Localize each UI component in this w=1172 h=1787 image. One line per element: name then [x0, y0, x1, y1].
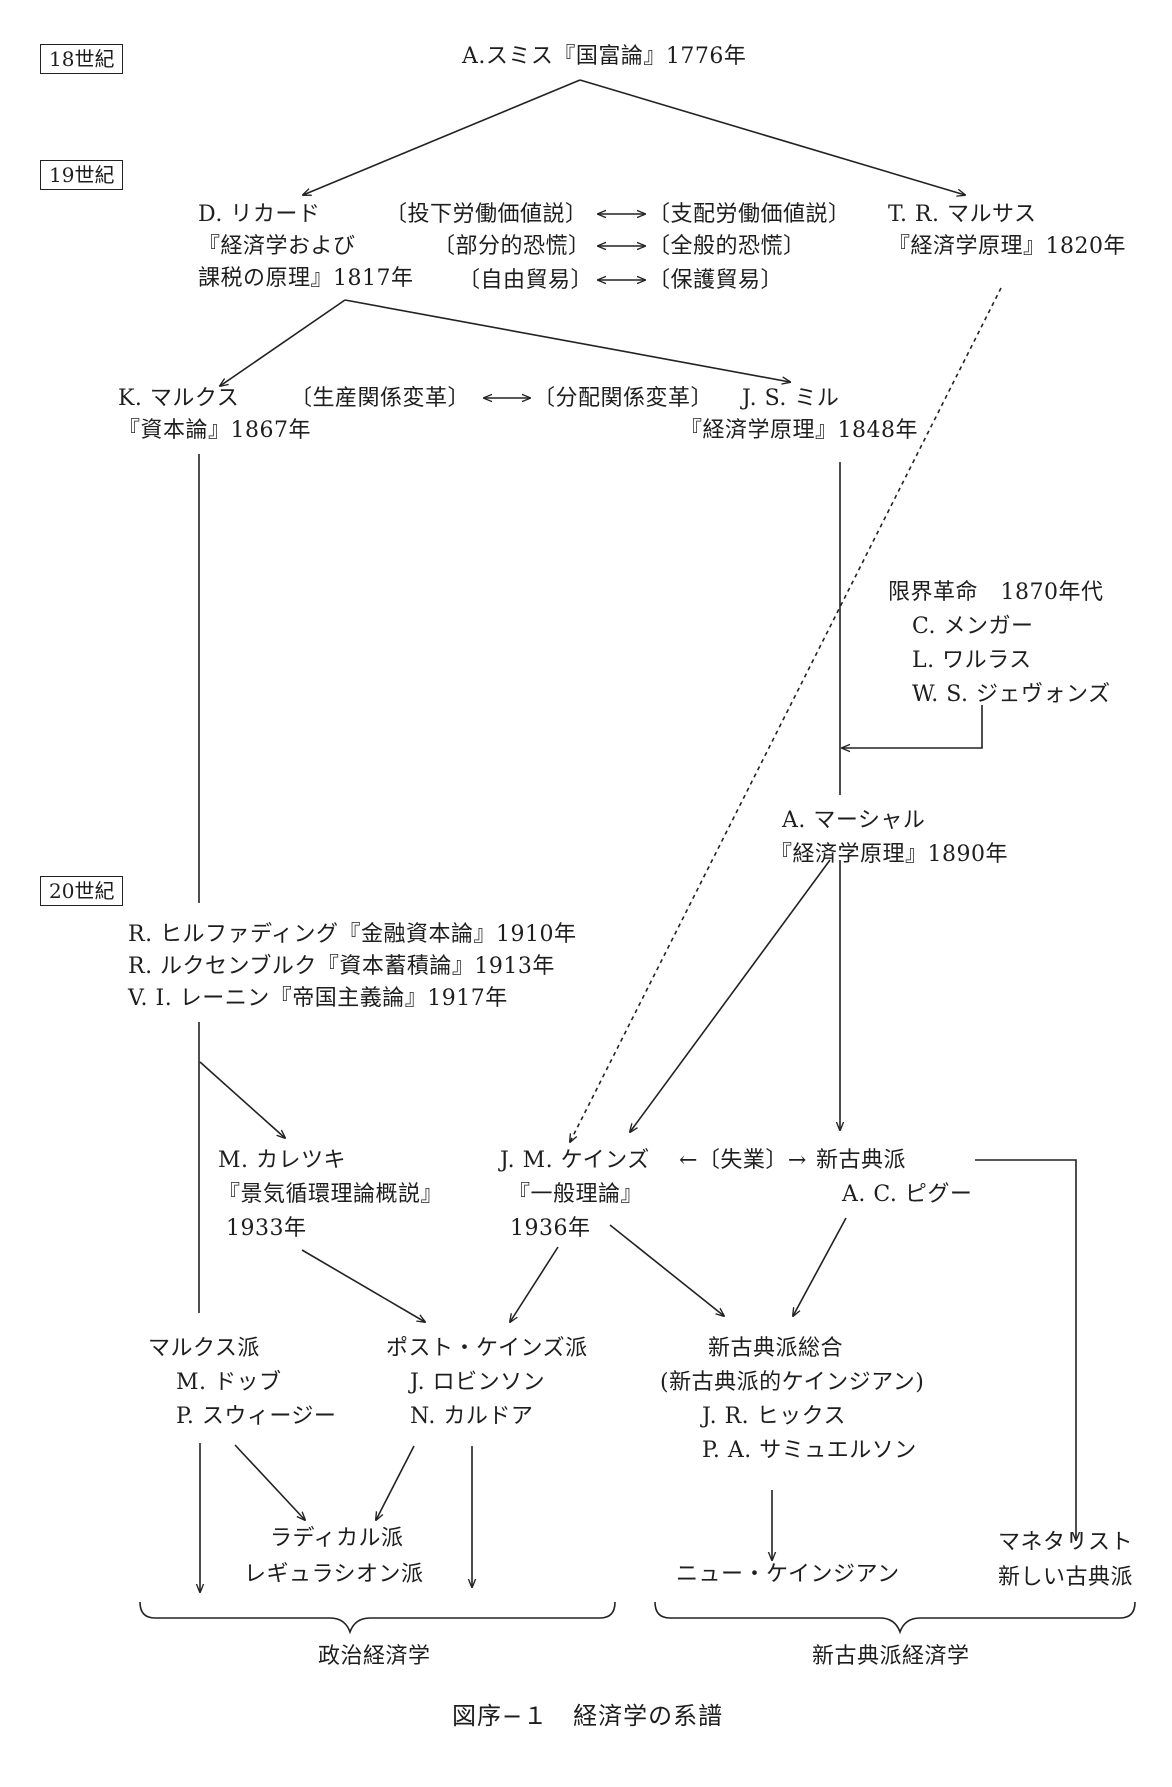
arrow-pigou-synthesis [793, 1217, 847, 1316]
synthesis-subtitle: (新古典派的ケインジアン) [660, 1370, 925, 1395]
contrast-right-2: 〔全般的恐慌〕 [648, 234, 806, 259]
keynes-name: J. M. ケインズ [500, 1148, 650, 1173]
contrast-left-1: 〔投下労働価値説〕 [385, 202, 588, 227]
lenin: V. I. レーニン『帝国主義論』1917年 [128, 986, 508, 1011]
arrow-smith-malthus [579, 79, 965, 195]
luxemburg: R. ルクセンブルク『資本蓄積論』1913年 [128, 954, 555, 979]
arrow-marginal-marshall [842, 705, 983, 748]
monetarist: マネタリスト [998, 1530, 1134, 1555]
ricardo-name: D. リカード [198, 202, 321, 227]
samuelson: P. A. サミュエルソン [702, 1438, 917, 1463]
marginal-walras: L. ワルラス [912, 648, 1032, 673]
ricardo-book-1: 『経済学および [198, 234, 356, 259]
group-neoclassical-economics: 新古典派経済学 [812, 1644, 970, 1669]
arrow-neoclassical-monetarist [975, 1159, 1076, 1540]
dotted-malthus-keynes [570, 287, 1002, 1142]
marx-book: 『資本論』1867年 [118, 418, 311, 443]
arrow-kalecki-postkeynes [301, 1249, 425, 1322]
contrast-right-1: 〔支配労働価値説〕 [648, 202, 851, 227]
robinson: J. ロビンソン [410, 1370, 546, 1395]
contrast-right-3: 〔保護貿易〕 [648, 268, 784, 293]
kalecki-name: M. カレツキ [218, 1148, 347, 1173]
group-political-economy: 政治経済学 [318, 1644, 431, 1669]
brace-political [139, 1601, 616, 1635]
contrast-left-3: 〔自由貿易〕 [458, 268, 594, 293]
era-20th-century: 20世紀 [40, 876, 124, 906]
arrow-postkeynes-radical [376, 1445, 415, 1520]
malthus-name: T. R. マルサス [888, 202, 1037, 227]
keynes-year: 1936年 [510, 1216, 591, 1241]
brace-neoclassical [654, 1601, 1136, 1635]
contrast-unemployment: ←〔失業〕→ [679, 1148, 807, 1173]
marx-name: K. マルクス [118, 386, 240, 411]
kaldor: N. カルドア [410, 1404, 534, 1429]
regulation-school: レギュラシオン派 [244, 1562, 424, 1587]
ricardo-book-2: 課税の原理』1817年 [198, 266, 414, 291]
marginal-jevons: W. S. ジェヴォンズ [912, 682, 1111, 707]
era-18th-century: 18世紀 [40, 44, 124, 74]
malthus-book: 『経済学原理』1820年 [888, 234, 1126, 259]
synthesis-title: 新古典派総合 [708, 1336, 844, 1361]
kalecki-year: 1933年 [226, 1216, 307, 1241]
marshall-name: A. マーシャル [782, 808, 926, 833]
keynes-book: 『一般理論』 [508, 1182, 644, 1207]
marginal-title: 限界革命 1870年代 [888, 580, 1104, 605]
hilferding: R. ヒルファディング『金融資本論』1910年 [128, 922, 577, 947]
postkeynes-title: ポスト・ケインズ派 [386, 1336, 588, 1361]
marginal-menger: C. メンガー [912, 614, 1034, 639]
figure-caption: 図序−１ 経済学の系譜 [452, 1702, 724, 1730]
marxian-title: マルクス派 [148, 1336, 260, 1361]
contrast-left-2: 〔部分的恐慌〕 [433, 234, 591, 259]
dobb: M. ドッブ [176, 1370, 282, 1395]
node-smith: A.スミス『国富論』1776年 [462, 44, 747, 69]
node-new-keynesian: ニュー・ケインジアン [676, 1562, 900, 1587]
contrast-marx: 〔生産関係変革〕 [290, 386, 471, 411]
arrow-smith-ricardo [303, 79, 581, 195]
arrow-ricardo-marx [220, 299, 346, 386]
arrow-keynes-postkeynes [510, 1246, 559, 1322]
era-19th-century: 19世紀 [40, 160, 124, 190]
new-classical: 新しい古典派 [998, 1565, 1134, 1590]
hicks: J. R. ヒックス [702, 1404, 846, 1429]
mill-book: 『経済学原理』1848年 [680, 418, 918, 443]
kalecki-book: 『景気循環理論概説』 [218, 1182, 444, 1207]
arrow-ricardo-mill [344, 299, 790, 382]
radical-school: ラディカル派 [270, 1526, 404, 1551]
marshall-book: 『経済学原理』1890年 [770, 842, 1008, 867]
contrast-mill: 〔分配関係変革〕 [533, 386, 714, 411]
sweezy: P. スウィージー [176, 1404, 337, 1429]
mill-name: J. S. ミル [742, 386, 840, 411]
arrow-marxian-radical [234, 1444, 305, 1520]
neoclassical-title: 新古典派 [816, 1148, 907, 1173]
pigou: A. C. ピグー [842, 1182, 973, 1207]
arrow-marshall-keynes [630, 859, 831, 1132]
arrow-imperialism-kalecki [199, 1061, 285, 1138]
arrow-keynes-synthesis [609, 1224, 724, 1316]
